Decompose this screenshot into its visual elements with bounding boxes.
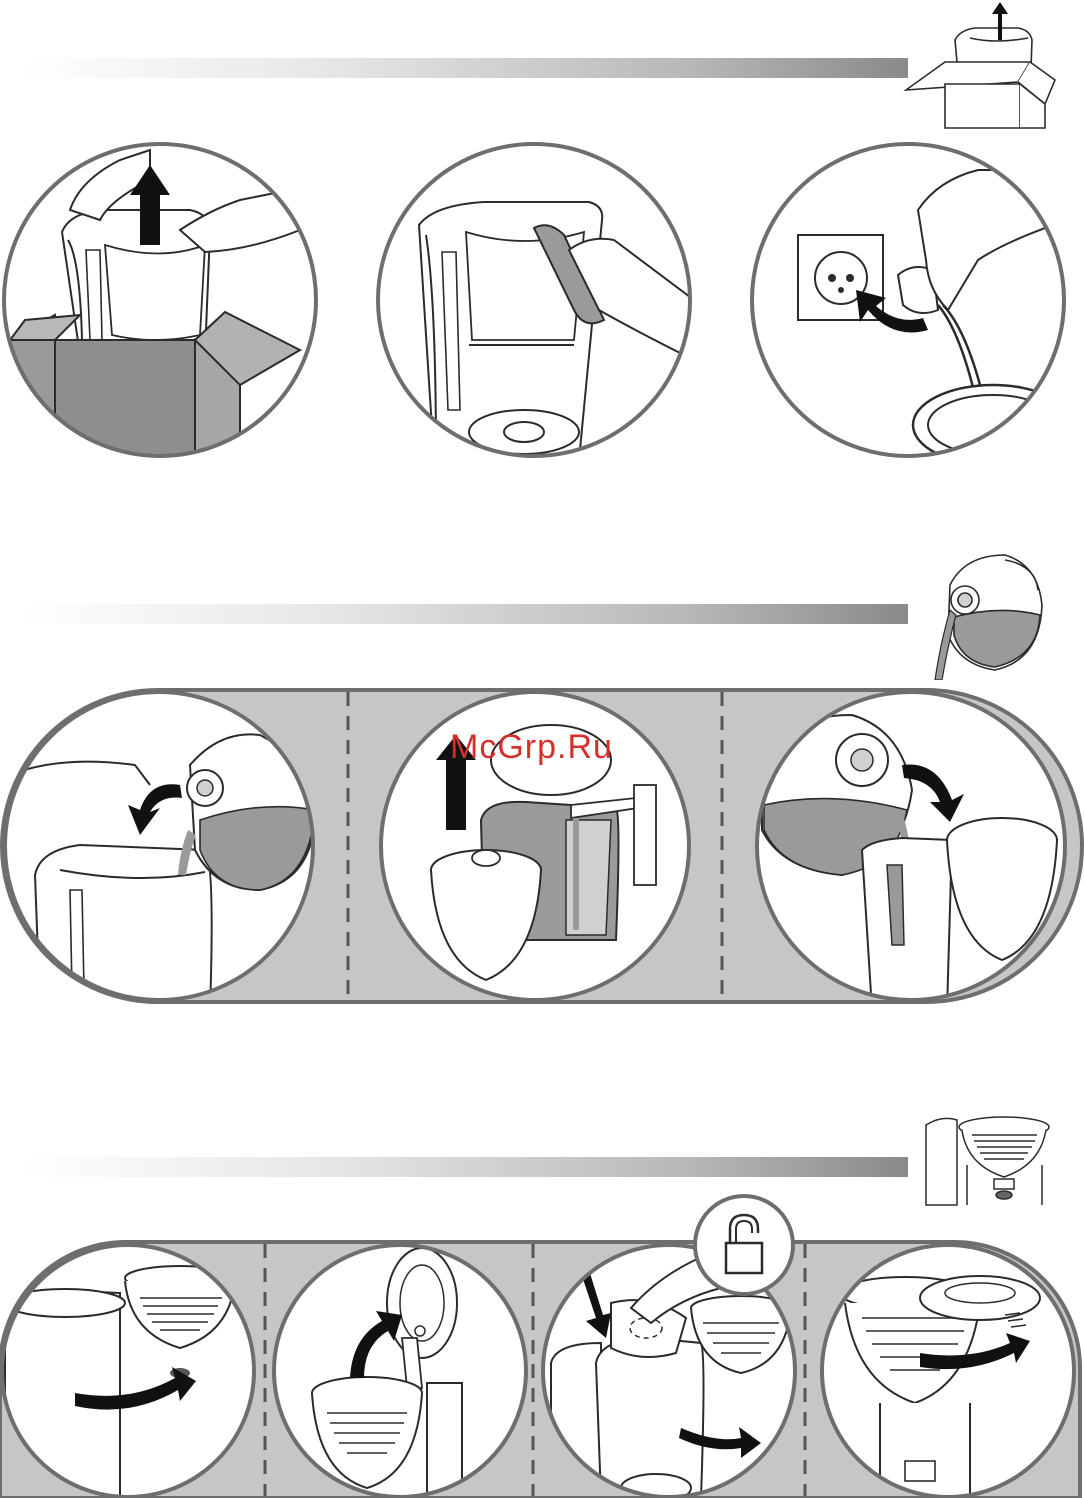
jug-pour-icon [920, 545, 1050, 680]
step-plug-in-appliance [748, 140, 1068, 460]
filter-holder-icon [922, 1105, 1057, 1215]
section-bar-unpacking [24, 58, 908, 78]
step-pour-water-into-tank [752, 690, 1070, 1002]
step-open-filter-lid [272, 1243, 528, 1498]
step-wipe-appliance [374, 140, 694, 460]
watermark-text: McGrp.Ru [450, 728, 613, 767]
unlock-icon [692, 1193, 796, 1297]
section-bar-filter-holder [24, 1157, 908, 1177]
step-unpack-appliance [0, 140, 320, 460]
step-swing-out-filter-holder [0, 1243, 256, 1498]
step-fill-water-tank [0, 690, 318, 1002]
step-close-filter-holder [820, 1243, 1076, 1498]
section-bar-first-use [24, 604, 908, 624]
unpacking-icon [900, 0, 1060, 130]
